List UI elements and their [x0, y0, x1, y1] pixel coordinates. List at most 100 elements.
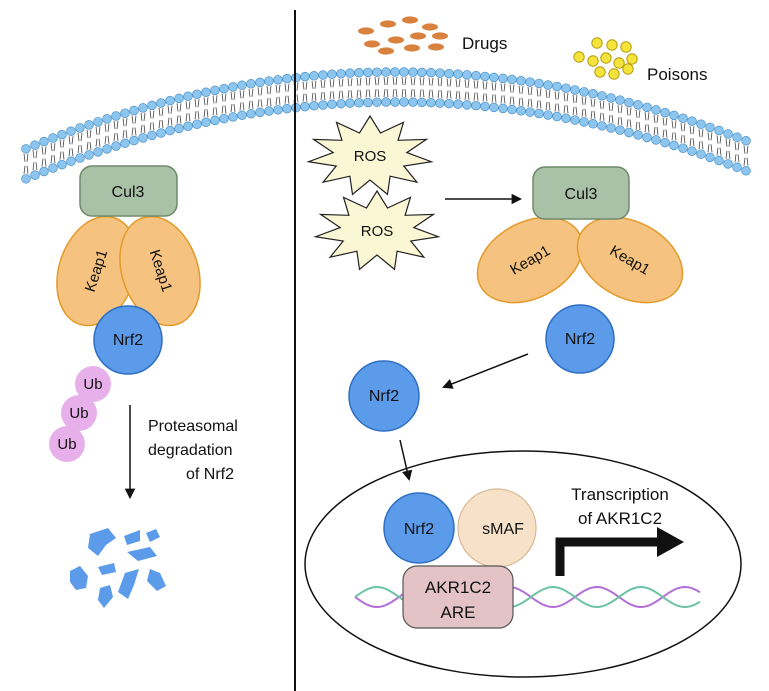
lipid-tail	[644, 124, 647, 133]
drug-particle	[364, 40, 380, 48]
lipid-tail	[494, 82, 497, 91]
lipid-head	[714, 155, 724, 166]
lipid-head	[480, 71, 490, 82]
lipid-tail	[170, 117, 173, 126]
lipid-tail	[584, 108, 587, 117]
lipid-tail	[422, 77, 425, 86]
lipid-head	[642, 102, 652, 113]
lipid-head	[318, 70, 328, 80]
lipid-tail	[374, 89, 377, 98]
lipid-head	[255, 107, 265, 118]
lipid-tail	[44, 146, 47, 155]
lipid-tail	[122, 130, 125, 139]
lipid-tail	[608, 102, 611, 111]
lipid-tail	[188, 113, 191, 122]
lipid-tail	[431, 89, 434, 98]
lipid-tail	[257, 87, 260, 96]
lipid-tail	[194, 111, 197, 120]
lipid-tail	[644, 112, 647, 121]
lipid-tail	[125, 118, 128, 127]
lipid-head	[588, 119, 598, 129]
lipid-tail	[107, 123, 110, 132]
lipid-tail	[671, 120, 674, 129]
lipid-tail	[359, 77, 362, 86]
lipid-tail	[446, 78, 449, 87]
lipid-tail	[311, 92, 314, 101]
lipid-head	[723, 129, 733, 139]
lipid-head	[273, 105, 283, 115]
lipid-tail	[419, 89, 422, 98]
lipid-tail	[368, 77, 371, 86]
lipid-head	[309, 101, 319, 111]
lipid-tail	[302, 93, 305, 102]
lipid-head	[66, 126, 76, 137]
lipid-tail	[638, 121, 641, 130]
lipid-tail	[167, 105, 170, 114]
lipid-tail	[593, 98, 596, 107]
lipid-tail	[617, 117, 620, 126]
lipid-tail	[401, 76, 404, 86]
lipid-tail	[692, 126, 695, 135]
lipid-tail	[410, 77, 413, 86]
lipid-tail	[221, 105, 224, 114]
lipid-tail	[350, 78, 353, 87]
lipid-head	[435, 98, 445, 108]
lipid-head	[732, 132, 742, 143]
lipid-head	[579, 117, 589, 127]
lipid-head	[300, 101, 310, 112]
lipid-tail	[563, 93, 566, 102]
lipid-head	[39, 136, 49, 147]
lipid-tail	[437, 78, 440, 87]
lipid-tail	[476, 92, 479, 101]
lipid-head	[201, 117, 211, 128]
lipid-tail	[395, 88, 398, 98]
poison-particle	[587, 55, 599, 67]
lipid-head	[489, 72, 499, 83]
lipid-head	[183, 91, 193, 102]
lipid-tail	[581, 96, 584, 105]
lipid-tail	[377, 89, 380, 98]
lipid-head	[651, 135, 661, 145]
lipid-tail	[437, 90, 440, 99]
lipid-head	[678, 143, 688, 153]
lipid-tail	[464, 91, 467, 100]
lipid-head	[363, 97, 373, 108]
lipid-tail	[521, 85, 524, 94]
drug-particle	[402, 16, 418, 24]
lipid-head	[399, 67, 409, 77]
lipid-head	[264, 76, 274, 86]
lipid-tail	[143, 112, 146, 121]
lipid-head	[183, 121, 193, 132]
lipid-head	[462, 70, 472, 80]
lipid-tail	[548, 89, 551, 99]
lipid-head	[381, 67, 391, 77]
lipid-head	[525, 107, 535, 117]
transcription-label-line1: Transcription	[571, 485, 669, 504]
lipid-head	[174, 123, 184, 134]
lipid-tail	[59, 151, 62, 160]
drug-particles	[358, 16, 448, 55]
drug-particle	[358, 27, 374, 35]
keap1-protein	[119, 215, 201, 327]
lipid-head	[228, 112, 238, 122]
nrf2-fragment	[98, 585, 113, 608]
lipid-head	[705, 152, 715, 163]
lipid-tail	[467, 91, 470, 100]
lipid-tail	[422, 89, 425, 98]
lipid-tail	[26, 153, 29, 162]
lipid-head	[210, 85, 220, 96]
lipid-tail	[68, 136, 71, 145]
lipid-tail	[368, 89, 371, 98]
lipid-tail	[305, 81, 308, 90]
lipid-head	[417, 97, 427, 108]
lipid-head	[48, 133, 58, 143]
lipid-tail	[167, 117, 170, 126]
lipid-tail	[449, 78, 452, 87]
nrf2-label: Nrf2	[369, 388, 399, 405]
lipid-head	[246, 109, 256, 119]
lipid-tail	[77, 144, 80, 154]
poison-particle	[594, 66, 606, 78]
lipid-head	[120, 108, 130, 118]
lipid-tail	[635, 109, 638, 118]
lipid-head	[606, 123, 616, 133]
